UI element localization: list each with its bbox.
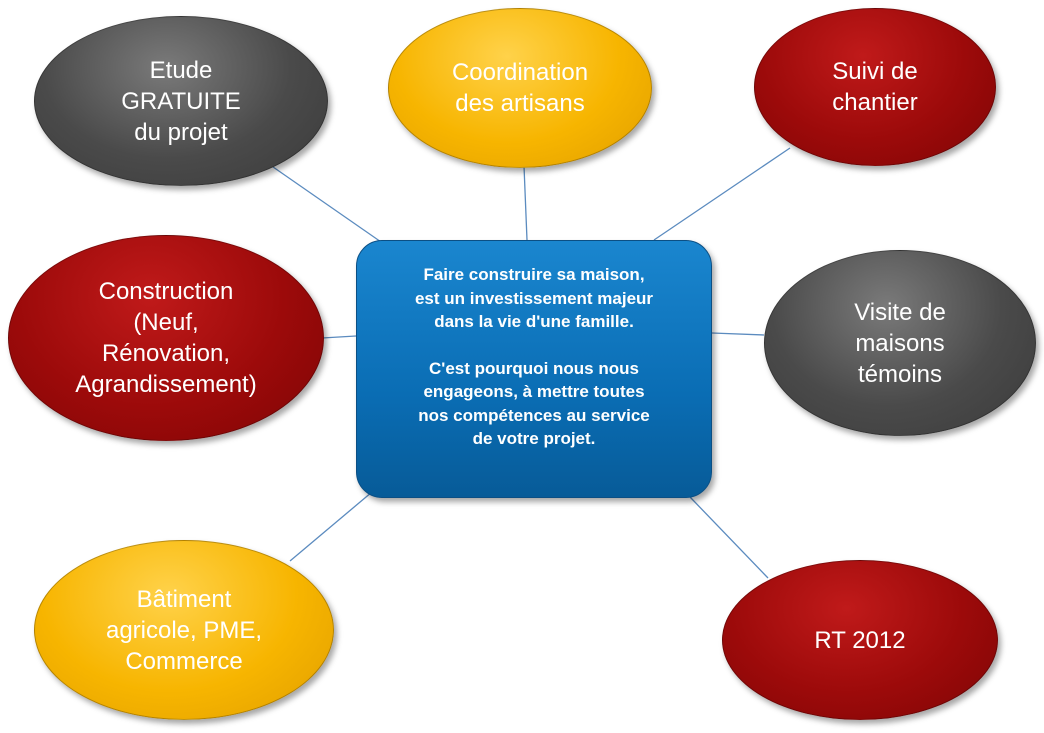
node-batiment-agricole: Bâtiment agricole, PME, Commerce [34, 540, 334, 720]
connector-etude [262, 159, 385, 245]
node-visite-label: Visite de maisons témoins [854, 298, 946, 388]
node-suivi-chantier: Suivi de chantier [754, 8, 996, 166]
node-rt-2012: RT 2012 [722, 560, 998, 720]
node-etude-gratuite: Etude GRATUITE du projet [34, 16, 328, 186]
node-construction-label: Construction (Neuf, Rénovation, Agrandis… [75, 278, 257, 398]
node-etude-label: Etude GRATUITE du projet [121, 56, 241, 146]
node-construction: Construction (Neuf, Rénovation, Agrandis… [8, 235, 324, 441]
connector-batiment [289, 491, 373, 562]
connector-suivi [653, 147, 791, 241]
center-paragraph-2: C'est pourquoi nous nous engageons, à me… [418, 358, 650, 449]
node-coordination-artisans: Coordination des artisans [388, 8, 652, 168]
center-paragraph-1: Faire construire sa maison, est un inves… [414, 265, 654, 331]
connector-visite [711, 332, 765, 336]
center-message-box: Faire construire sa maison, est un inves… [356, 240, 712, 498]
connector-construction [321, 335, 357, 339]
connector-rt2012 [689, 496, 769, 579]
node-coordination-label: Coordination des artisans [451, 59, 589, 117]
node-batiment-label: Bâtiment agricole, PME, Commerce [105, 585, 263, 675]
node-visite-maisons: Visite de maisons témoins [764, 250, 1036, 436]
connector-coordination [523, 165, 528, 241]
node-rt2012-label: RT 2012 [814, 626, 906, 654]
node-suivi-label: Suivi de chantier [832, 58, 918, 116]
